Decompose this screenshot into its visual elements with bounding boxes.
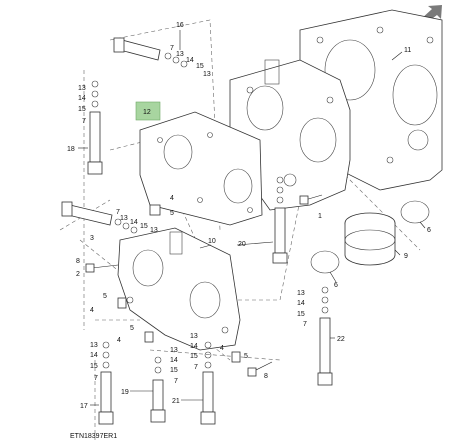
label-22: 22	[337, 336, 345, 343]
label-21: 21	[172, 398, 180, 405]
label-15: 15	[190, 353, 198, 360]
label-15: 15	[297, 311, 305, 318]
callout-leaders	[78, 30, 426, 406]
label-7: 7	[116, 209, 120, 216]
solenoid-16	[113, 37, 188, 68]
label-14: 14	[130, 219, 138, 226]
label-14: 14	[186, 57, 194, 64]
label-1: 1	[318, 213, 322, 220]
label-2: 2	[76, 271, 80, 278]
label-13: 13	[176, 51, 184, 58]
label-11: 11	[404, 47, 411, 54]
label-15: 15	[78, 106, 86, 113]
label-10: 10	[208, 238, 216, 245]
label-9: 9	[404, 253, 408, 260]
label-3: 3	[90, 235, 94, 242]
label-8: 8	[264, 373, 268, 380]
label-13: 13	[78, 85, 86, 92]
label-13: 13	[120, 215, 128, 222]
bolt-8-upper	[85, 263, 119, 273]
label-13: 13	[150, 227, 158, 234]
label-12: 12	[143, 109, 151, 116]
label-15: 15	[90, 363, 98, 370]
label-7: 7	[94, 375, 98, 382]
callout-numbers: 16 7 13 14 15 13 11 12 13 14 15 7 18 4 5…	[67, 22, 431, 410]
piston-sleeve-9	[344, 212, 396, 266]
seal-ring-6-upper	[400, 200, 430, 224]
valve-body-10	[117, 227, 241, 351]
label-14: 14	[90, 352, 98, 359]
label-4: 4	[220, 345, 224, 352]
solenoid-3	[61, 201, 138, 234]
label-6: 6	[427, 227, 431, 234]
label-7: 7	[174, 378, 178, 385]
highlight-box-12	[135, 101, 161, 121]
label-13: 13	[297, 290, 305, 297]
label-14: 14	[78, 95, 86, 102]
label-15: 15	[140, 223, 148, 230]
figure-caption: ETN18397ER1	[70, 433, 117, 440]
label-4: 4	[170, 195, 174, 202]
label-7: 7	[82, 118, 86, 125]
label-5: 5	[244, 353, 248, 360]
solenoid-20	[272, 176, 288, 264]
label-7: 7	[194, 364, 198, 371]
label-20: 20	[238, 241, 246, 248]
plug-5-mid	[144, 331, 154, 343]
solenoid-17	[98, 341, 114, 425]
label-19: 19	[121, 389, 129, 396]
label-13: 13	[190, 333, 198, 340]
separator-plate-12	[139, 111, 263, 226]
bolt-8-lower	[247, 361, 273, 377]
label-5: 5	[170, 210, 174, 217]
plug-5-left	[117, 297, 127, 309]
solenoid-19	[150, 356, 166, 423]
label-5: 5	[103, 293, 107, 300]
label-5: 5	[130, 325, 134, 332]
label-8: 8	[76, 258, 80, 265]
label-13: 13	[203, 71, 211, 78]
solenoid-21	[200, 341, 216, 425]
label-15: 15	[170, 367, 178, 374]
label-6: 6	[334, 282, 338, 289]
label-4: 4	[90, 307, 94, 314]
solenoid-18	[87, 80, 103, 175]
label-13: 13	[90, 342, 98, 349]
plug-5-right	[231, 351, 241, 363]
label-14: 14	[297, 300, 305, 307]
seal-ring-6-lower	[310, 250, 340, 274]
solenoid-22	[317, 286, 333, 386]
label-15: 15	[196, 63, 204, 70]
label-14: 14	[170, 357, 178, 364]
label-18: 18	[67, 146, 75, 153]
label-14: 14	[190, 343, 198, 350]
label-7: 7	[303, 321, 307, 328]
label-4: 4	[117, 337, 121, 344]
label-17: 17	[80, 403, 88, 410]
plug-5	[149, 204, 161, 216]
label-13: 13	[170, 347, 178, 354]
bolt-1	[299, 194, 323, 205]
label-7: 7	[170, 45, 174, 52]
label-16: 16	[176, 22, 184, 29]
